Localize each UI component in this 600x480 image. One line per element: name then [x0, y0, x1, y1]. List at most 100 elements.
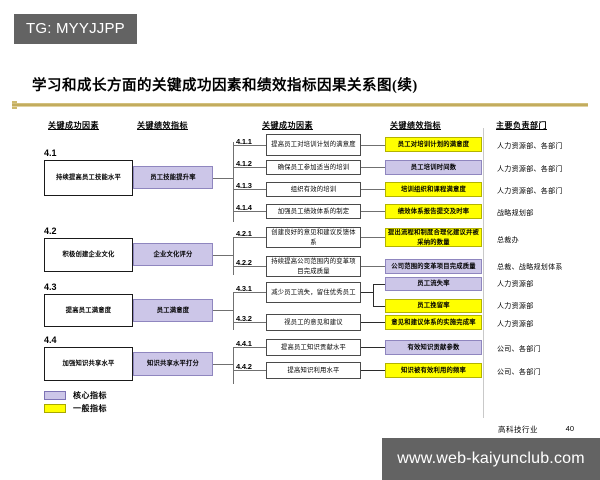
kpi-box-4-2-2: 公司范围的变革项目完成质量	[385, 259, 482, 274]
item-number-4-1-1: 4.1.1	[236, 137, 252, 146]
legend: 核心指标 一般指标	[44, 390, 107, 416]
kpi-box-4-2: 企业文化评分	[133, 243, 213, 266]
dept-4-3-1a: 人力资源部	[497, 280, 534, 288]
csf-box-4-1-1: 提高员工对培训计划的满意度	[266, 134, 361, 156]
connector-4-1-4-in	[233, 211, 266, 212]
item-number-4-4-1: 4.4.1	[236, 339, 252, 348]
connector-4-1-kpi-spine	[213, 178, 233, 179]
legend-swatch-general-icon	[44, 404, 66, 413]
spine-4-3	[233, 292, 234, 330]
connector-4-2-2-out	[361, 266, 385, 267]
csf-box-4-3: 提高员工满意度	[44, 294, 133, 327]
connector-4-1-4-out	[361, 211, 385, 212]
connector-4-1-2-out	[361, 167, 385, 168]
connector-4-3-1-branch-b	[373, 306, 385, 307]
kpi-box-4-1-3: 培训组织和课程满意度	[385, 182, 482, 197]
kpi-box-4-1-1: 员工对培训计划的满意度	[385, 137, 482, 152]
item-number-4-2-2: 4.2.2	[236, 258, 252, 267]
legend-item-core: 核心指标	[44, 390, 107, 401]
kpi-box-4-3-1b: 员工挽留率	[385, 299, 482, 313]
column-header-dept: 主要负责部门	[496, 121, 547, 130]
csf-box-4-4: 加强知识共享水平	[44, 347, 133, 381]
footer-page-number: 40	[565, 424, 574, 433]
connector-4-3-1-in	[233, 292, 266, 293]
section-number-4-2: 4.2	[44, 226, 57, 236]
item-number-4-2-1: 4.2.1	[236, 229, 252, 238]
csf-box-4-3-2: 视员工的意见和建议	[266, 314, 361, 331]
dept-4-2-1: 总裁办	[497, 236, 519, 244]
csf-box-4-1: 持续提高员工技能水平	[44, 160, 133, 196]
dept-4-4-2: 公司、各部门	[497, 368, 541, 376]
dept-4-2-2: 总裁、战略规划体系	[497, 263, 563, 271]
connector-4-2-1-in	[233, 237, 266, 238]
connector-4-4-2-in	[233, 370, 266, 371]
item-number-4-1-3: 4.1.3	[236, 181, 252, 190]
kpi-box-4-3-2: 意见和建议体系的实施完成率	[385, 315, 482, 330]
department-column-divider	[483, 128, 484, 418]
item-number-4-1-2: 4.1.2	[236, 159, 252, 168]
dept-4-1-1: 人力资源部、各部门	[497, 142, 563, 150]
csf-box-4-1-4: 加强员工绩效体系的制定	[266, 204, 361, 219]
item-number-4-3-1: 4.3.1	[236, 284, 252, 293]
dept-4-3-2: 人力资源部	[497, 320, 534, 328]
kpi-box-4-2-1: 提出流程和制度合理化建议并被采纳的数量	[385, 228, 482, 247]
title-rule	[12, 103, 588, 107]
dept-4-1-4: 战略规划部	[497, 209, 534, 217]
item-number-4-3-2: 4.3.2	[236, 314, 252, 323]
kpi-box-4-4-2: 知识被有效利用的频率	[385, 363, 482, 378]
connector-4-1-3-out	[361, 189, 385, 190]
tg-badge: TG: MYYJJPP	[14, 14, 137, 44]
connector-4-4-1-out	[361, 347, 385, 348]
section-number-4-1: 4.1	[44, 148, 57, 158]
item-number-4-1-4: 4.1.4	[236, 203, 252, 212]
legend-label-general: 一般指标	[73, 404, 107, 413]
csf-box-4-1-2: 确保员工参加适当的培训	[266, 160, 361, 175]
connector-4-4-kpi-spine	[213, 364, 233, 365]
kpi-box-4-3-1a: 员工流失率	[385, 277, 482, 291]
column-header-csf-right: 关键成功因素	[262, 121, 313, 130]
csf-box-4-4-1: 提高员工知识贡献水平	[266, 339, 361, 356]
connector-4-1-1-in	[233, 145, 266, 146]
csf-box-4-2-1: 创建良好的意见和建议反馈体系	[266, 227, 361, 248]
connector-4-4-1-in	[233, 347, 266, 348]
column-header-kpi-right: 关键绩效指标	[390, 121, 441, 130]
csf-box-4-3-1: 减少员工流失，留住优秀员工	[266, 282, 361, 303]
kpi-box-4-1-4: 绩效体系报告提交及时率	[385, 204, 482, 219]
dept-4-1-3: 人力资源部、各部门	[497, 187, 563, 195]
connector-4-3-2-out	[361, 322, 385, 323]
connector-4-3-kpi-spine	[213, 310, 233, 311]
connector-4-2-kpi-spine	[213, 255, 233, 256]
connector-4-3-1-branch-a	[373, 284, 385, 285]
section-number-4-4: 4.4	[44, 335, 57, 345]
kpi-box-4-1-2: 员工培训时间数	[385, 160, 482, 175]
csf-box-4-4-2: 提高知识利用水平	[266, 362, 361, 379]
dept-4-1-2: 人力资源部、各部门	[497, 165, 563, 173]
connector-4-1-2-in	[233, 167, 266, 168]
dept-4-3-1b: 人力资源部	[497, 302, 534, 310]
bracket-4-3-1	[373, 284, 374, 307]
legend-swatch-core-icon	[44, 391, 66, 400]
legend-label-core: 核心指标	[73, 391, 107, 400]
connector-4-3-2-in	[233, 322, 266, 323]
connector-4-2-1-out	[361, 237, 385, 238]
kpi-box-4-3: 员工满意度	[133, 299, 213, 322]
connector-4-2-2-in	[233, 266, 266, 267]
footer-industry: 高科技行业	[498, 425, 538, 434]
connector-4-3-1-out	[361, 292, 373, 293]
legend-item-general: 一般指标	[44, 403, 107, 414]
watermark-banner: www.web-kaiyunclub.com	[382, 438, 600, 480]
csf-box-4-2: 积极创建企业文化	[44, 238, 133, 272]
column-header-csf-left: 关键成功因素	[48, 121, 99, 130]
connector-4-4-2-out	[361, 370, 385, 371]
spine-4-1	[233, 142, 234, 222]
item-number-4-4-2: 4.4.2	[236, 362, 252, 371]
kpi-box-4-4-1: 有效知识贡献参数	[385, 340, 482, 355]
spine-4-4	[233, 347, 234, 384]
column-header-kpi-left: 关键绩效指标	[137, 121, 188, 130]
connector-4-1-3-in	[233, 189, 266, 190]
page-title: 学习和成长方面的关键成功因素和绩效指标因果关系图(续)	[32, 78, 418, 94]
spine-4-2	[233, 237, 234, 275]
kpi-box-4-1: 员工技能提升率	[133, 166, 213, 189]
kpi-box-4-4: 知识共享水平打分	[133, 352, 213, 376]
csf-box-4-1-3: 组织有效的培训	[266, 182, 361, 197]
